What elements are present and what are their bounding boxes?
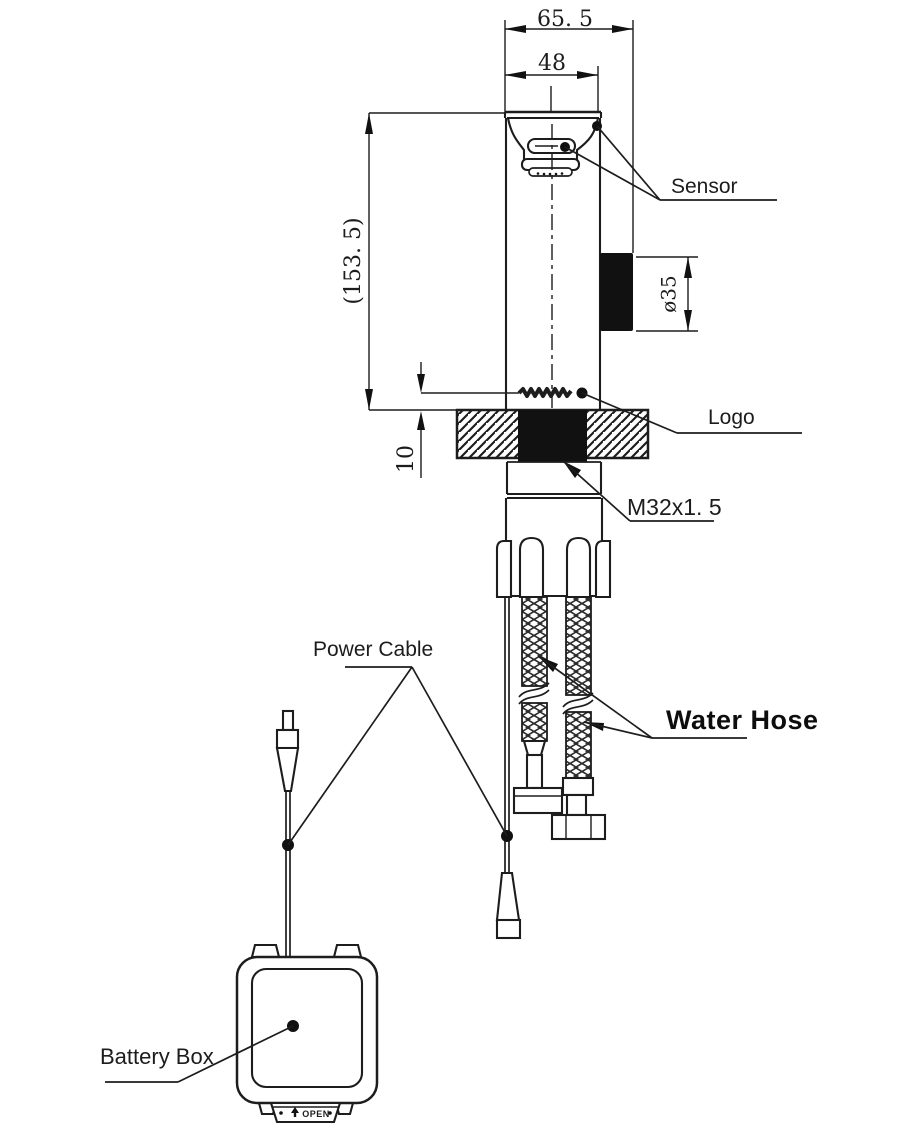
- dim-logo-height-text: 10: [394, 445, 419, 473]
- dimension-logo-height: 10: [394, 362, 519, 478]
- head-taper-left: [506, 117, 526, 160]
- battery-box-label: Battery Box: [100, 1044, 214, 1069]
- power-cable-label: Power Cable: [313, 638, 433, 661]
- dim-arrow-up-icon: [684, 257, 692, 278]
- box-lid: [250, 967, 364, 1089]
- label-thread-spec: M32x1. 5: [562, 460, 722, 522]
- battery-cable: [275, 709, 300, 957]
- label-logo: Logo: [581, 392, 802, 434]
- label-water-hose: Water Hose: [537, 655, 819, 739]
- label-battery-box: Battery Box: [100, 1025, 294, 1083]
- threaded-shank-solid: [518, 410, 587, 462]
- leader-line: [537, 655, 653, 739]
- dimension-overall-width: 65. 5: [504, 7, 634, 253]
- dim-height-text: (153. 5): [341, 217, 366, 304]
- shank-assembly: [495, 462, 612, 599]
- nut-finger: [495, 539, 513, 599]
- dim-arrow-down-icon: [684, 310, 692, 331]
- battery-open-text: OPEN: [302, 1109, 330, 1119]
- hose-break-mark: [518, 689, 550, 705]
- dim-spout-width-text: 48: [538, 51, 566, 76]
- dim-overall-width-text: 65. 5: [537, 7, 593, 32]
- hose-break-mark: [518, 682, 550, 698]
- dim-arrow-right-icon: [577, 71, 598, 79]
- dim-knob-diameter-text: ø35: [657, 275, 681, 313]
- logo-mark: [517, 387, 588, 399]
- cable-plug-tip: [495, 918, 522, 940]
- logo-label: Logo: [708, 406, 755, 429]
- latch-screw: [328, 1111, 332, 1115]
- box-latch: [269, 1101, 342, 1124]
- dim-arrow-up-icon: [417, 411, 425, 430]
- dimension-height: (153. 5): [341, 112, 505, 411]
- leader-line: [287, 666, 413, 846]
- nut-finger: [565, 536, 592, 599]
- leader-line: [564, 146, 661, 201]
- battery-box: OPEN: [235, 943, 379, 1124]
- cable-plug-taper: [495, 871, 521, 922]
- leader-line: [177, 1025, 294, 1083]
- right-hose-tube: [565, 793, 588, 817]
- left-hose-braid: [521, 702, 548, 742]
- box-outline: [235, 955, 379, 1105]
- nut-finger: [594, 539, 612, 599]
- side-knob: ø35: [600, 253, 698, 332]
- leader-arrow-icon: [584, 722, 604, 731]
- dim-arrow-right-icon: [612, 25, 633, 33]
- leader-line: [411, 666, 508, 837]
- water-hoses: [512, 596, 607, 841]
- open-arrow-stem-icon: [293, 1113, 297, 1117]
- box-top-tab: [250, 943, 281, 959]
- connector-tip: [281, 709, 295, 732]
- knob-solid: [600, 253, 633, 331]
- connector-body: [275, 728, 300, 750]
- dim-arrow-left-icon: [505, 25, 526, 33]
- dim-arrow-left-icon: [505, 71, 526, 79]
- power-cable-faucet-side: [495, 597, 522, 940]
- right-hose-braid: [565, 596, 592, 696]
- hose-break-mark: [562, 692, 594, 708]
- deck-hatch-right: [587, 410, 648, 458]
- aerator-dots: [536, 172, 564, 176]
- thread-spec-label: M32x1. 5: [627, 494, 722, 520]
- faucet-body: [503, 110, 603, 410]
- right-hose-collar: [561, 776, 595, 797]
- dim-arrow-down-icon: [365, 389, 373, 410]
- left-hose-tube: [525, 753, 544, 790]
- dim-arrow-up-icon: [365, 113, 373, 134]
- connector-taper: [275, 746, 300, 793]
- sensor-label: Sensor: [671, 175, 738, 198]
- latch-screw: [279, 1111, 283, 1115]
- mounting-deck: [455, 408, 650, 463]
- deck-hatch-left: [457, 410, 518, 458]
- right-hose-nut: [550, 813, 607, 841]
- water-hose-label: Water Hose: [666, 705, 819, 735]
- dimension-spout-width: 48: [505, 51, 599, 112]
- label-sensor: Sensor: [560, 121, 777, 201]
- leader-line: [562, 460, 631, 522]
- nut-finger: [518, 536, 545, 599]
- leader-line: [596, 125, 661, 201]
- open-arrow-icon: [291, 1107, 299, 1113]
- leader-line: [583, 721, 653, 739]
- box-top-tab: [332, 943, 363, 959]
- dim-arrow-down-icon: [417, 374, 425, 393]
- left-hose-braid: [521, 596, 548, 687]
- label-power-cable: Power Cable: [287, 638, 508, 846]
- logo-squiggle: [517, 387, 573, 398]
- leader-line: [581, 392, 678, 434]
- left-hose-nut: [512, 786, 564, 815]
- left-hose-taper: [522, 739, 547, 757]
